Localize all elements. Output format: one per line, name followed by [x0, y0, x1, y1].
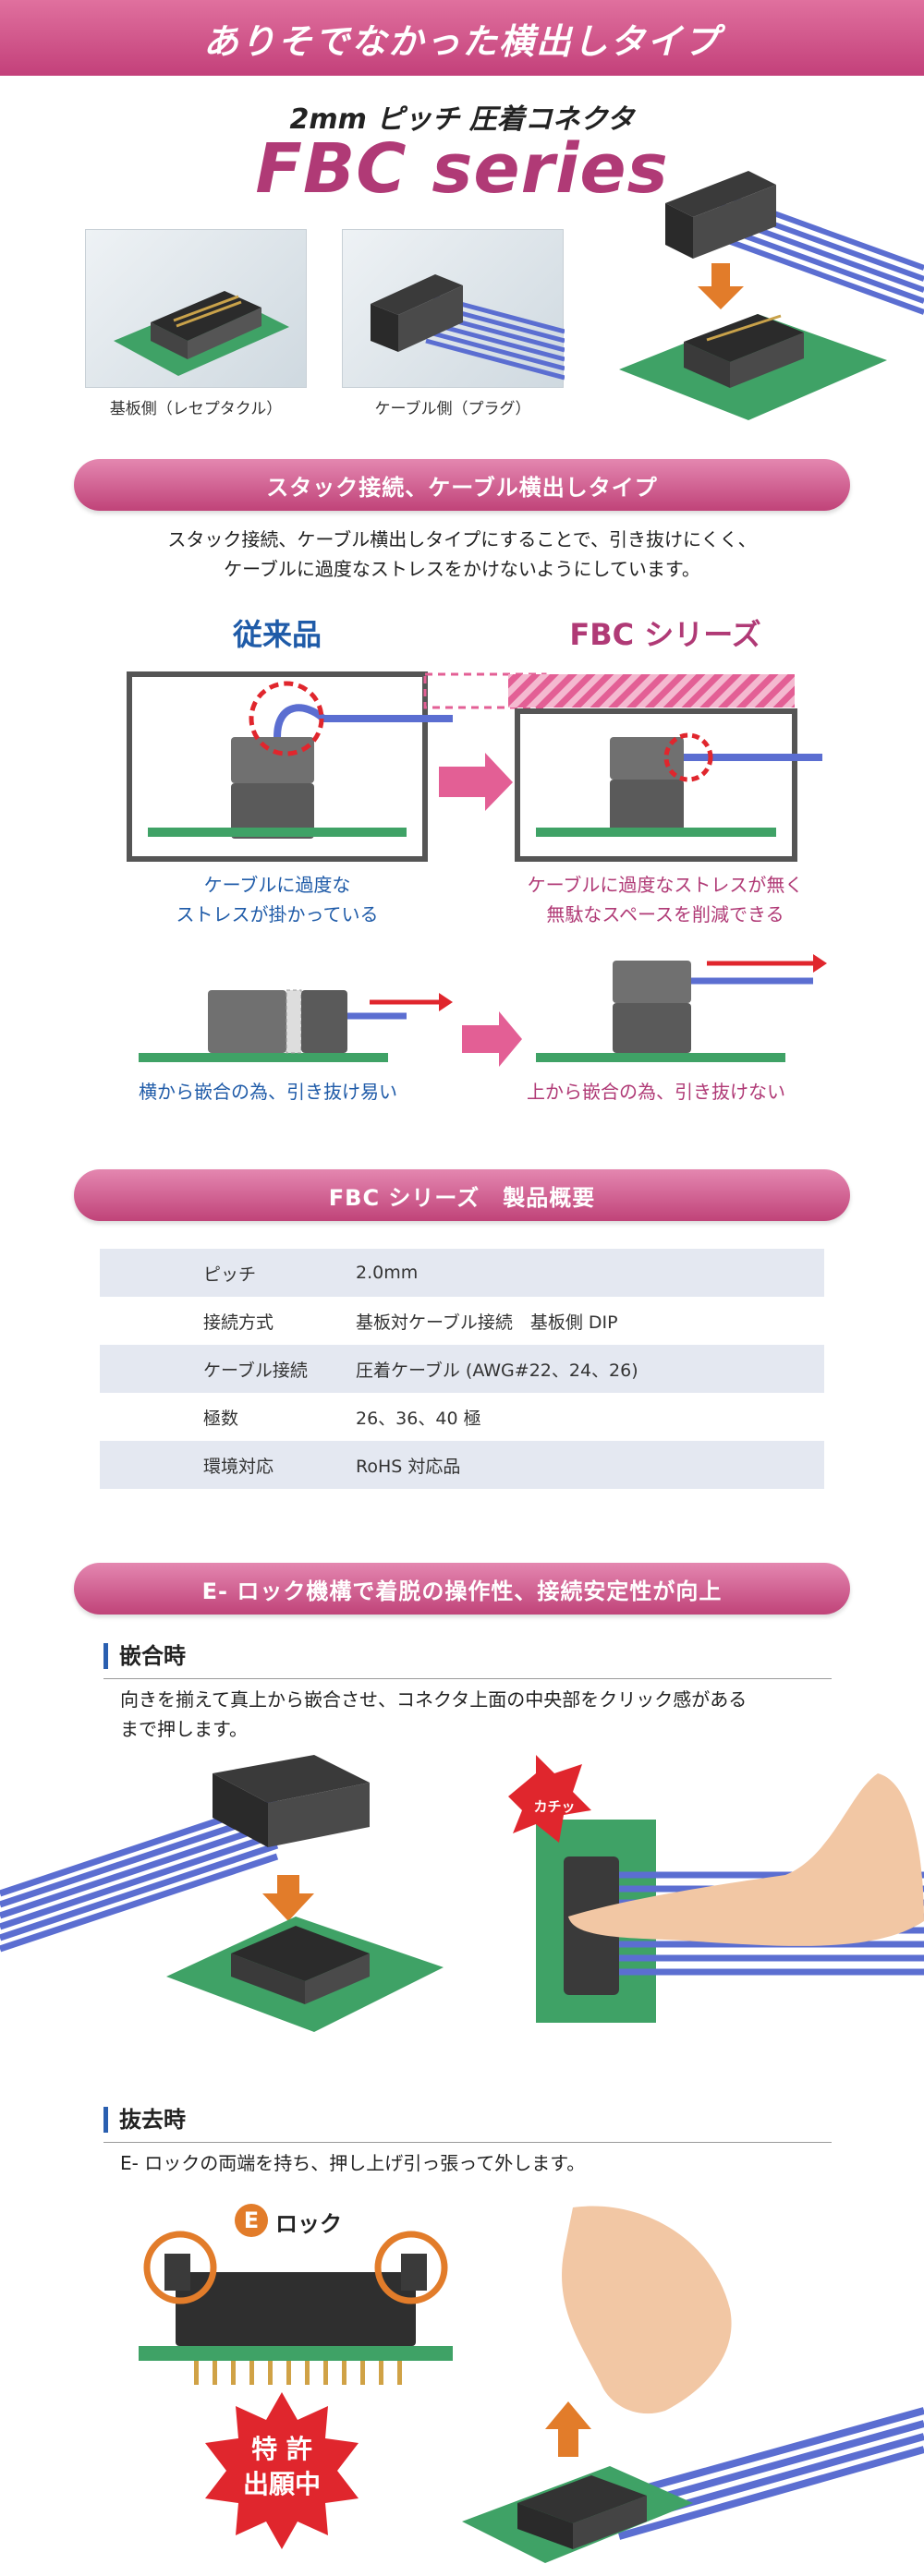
divider — [103, 2142, 832, 2143]
mating-heading: 嵌合時 — [103, 1643, 186, 1669]
mating-comparison-diagram — [129, 951, 832, 1081]
click-badge: カチッ — [533, 1798, 576, 1815]
assembly-illustration — [619, 157, 924, 425]
spec-key: 極数 — [203, 1408, 239, 1429]
spec-key: 環境対応 — [203, 1456, 274, 1477]
conv-mate-note: 横から嵌合の為、引き抜け易い — [139, 1081, 397, 1103]
spec-key: ピッチ — [203, 1264, 257, 1285]
top-banner: ありそでなかった横出しタイプ — [0, 0, 924, 76]
click-press-illustration — [480, 1755, 924, 2032]
removal-hand-illustration — [453, 2198, 924, 2568]
spec-row: 接続方式 基板対ケーブル接続 基板側 DIP — [100, 1297, 824, 1345]
patent-badge — [203, 2392, 360, 2549]
series-title: FBC series — [255, 129, 669, 209]
spec-row: ケーブル接続 圧着ケーブル (AWG#22、24、26) — [100, 1345, 824, 1393]
patent-line2: 出願中 — [242, 2469, 321, 2499]
mating-desc-2: まで押します。 — [120, 1718, 248, 1740]
space-comparison-diagram — [120, 665, 822, 868]
elock-connector-illustration — [139, 2226, 453, 2392]
patent-line1: 特 許 — [251, 2434, 312, 2464]
spec-value: 基板対ケーブル接続 基板側 DIP — [356, 1312, 618, 1333]
spec-key: ケーブル接続 — [203, 1360, 308, 1381]
banner-title: ありそでなかった横出しタイプ — [202, 20, 721, 62]
cable-side-caption: ケーブル側（プラグ） — [374, 400, 531, 418]
spec-value: 圧着ケーブル (AWG#22、24、26) — [356, 1360, 638, 1381]
fbc-mate-note: 上から嵌合の為、引き抜けない — [527, 1081, 785, 1103]
mating-illustration — [0, 1755, 444, 2032]
section-lock-title: E- ロック機構で着脱の操作性、接続安定性が向上 — [201, 1578, 723, 1604]
spec-row: ピッチ 2.0mm — [100, 1249, 824, 1297]
conv-note-2: ストレスが掛かっている — [176, 903, 379, 925]
product-subtitle: 2mm ピッチ 圧着コネクタ — [289, 103, 635, 136]
section-stack-header: スタック接続、ケーブル横出しタイプ — [74, 459, 850, 511]
section-spec-title: FBC シリーズ 製品概要 — [328, 1184, 596, 1211]
divider — [103, 1678, 832, 1679]
spec-row: 環境対応 RoHS 対応品 — [100, 1441, 824, 1489]
cable-side-image — [342, 229, 565, 388]
stack-desc-line2: ケーブルに過度なストレスをかけないようにしています。 — [224, 558, 700, 580]
stack-desc-line1: スタック接続、ケーブル横出しタイプにすることで、引き抜けにくく、 — [167, 528, 757, 550]
mating-desc-1: 向きを揃えて真上から嵌合させ、コネクタ上面の中央部をクリック感がある — [120, 1688, 748, 1711]
board-side-image — [85, 229, 307, 388]
spec-value: 26、36、40 極 — [356, 1408, 481, 1429]
section-stack-title: スタック接続、ケーブル横出しタイプ — [266, 474, 658, 501]
section-spec-header: FBC シリーズ 製品概要 — [74, 1169, 850, 1221]
fbc-note-1: ケーブルに過度なストレスが無く — [527, 874, 804, 896]
elock-label: ロック — [275, 2211, 342, 2237]
fbc-label: FBC シリーズ — [569, 617, 761, 652]
elock-letter: E — [235, 2204, 268, 2237]
section-lock-header: E- ロック機構で着脱の操作性、接続安定性が向上 — [74, 1563, 850, 1615]
fbc-note-2: 無駄なスペースを削減できる — [546, 903, 784, 925]
spec-value: 2.0mm — [356, 1263, 419, 1283]
conventional-label: 従来品 — [232, 617, 322, 652]
removal-heading: 抜去時 — [103, 2107, 186, 2133]
spec-key: 接続方式 — [203, 1312, 274, 1333]
board-side-caption: 基板側（レセプタクル） — [109, 400, 283, 418]
spec-row: 極数 26、36、40 極 — [100, 1393, 824, 1441]
conv-note-1: ケーブルに過度な — [203, 874, 351, 896]
removal-desc: E- ロックの両端を持ち、押し上げ引っ張って外します。 — [120, 2152, 586, 2174]
spec-value: RoHS 対応品 — [356, 1456, 461, 1477]
